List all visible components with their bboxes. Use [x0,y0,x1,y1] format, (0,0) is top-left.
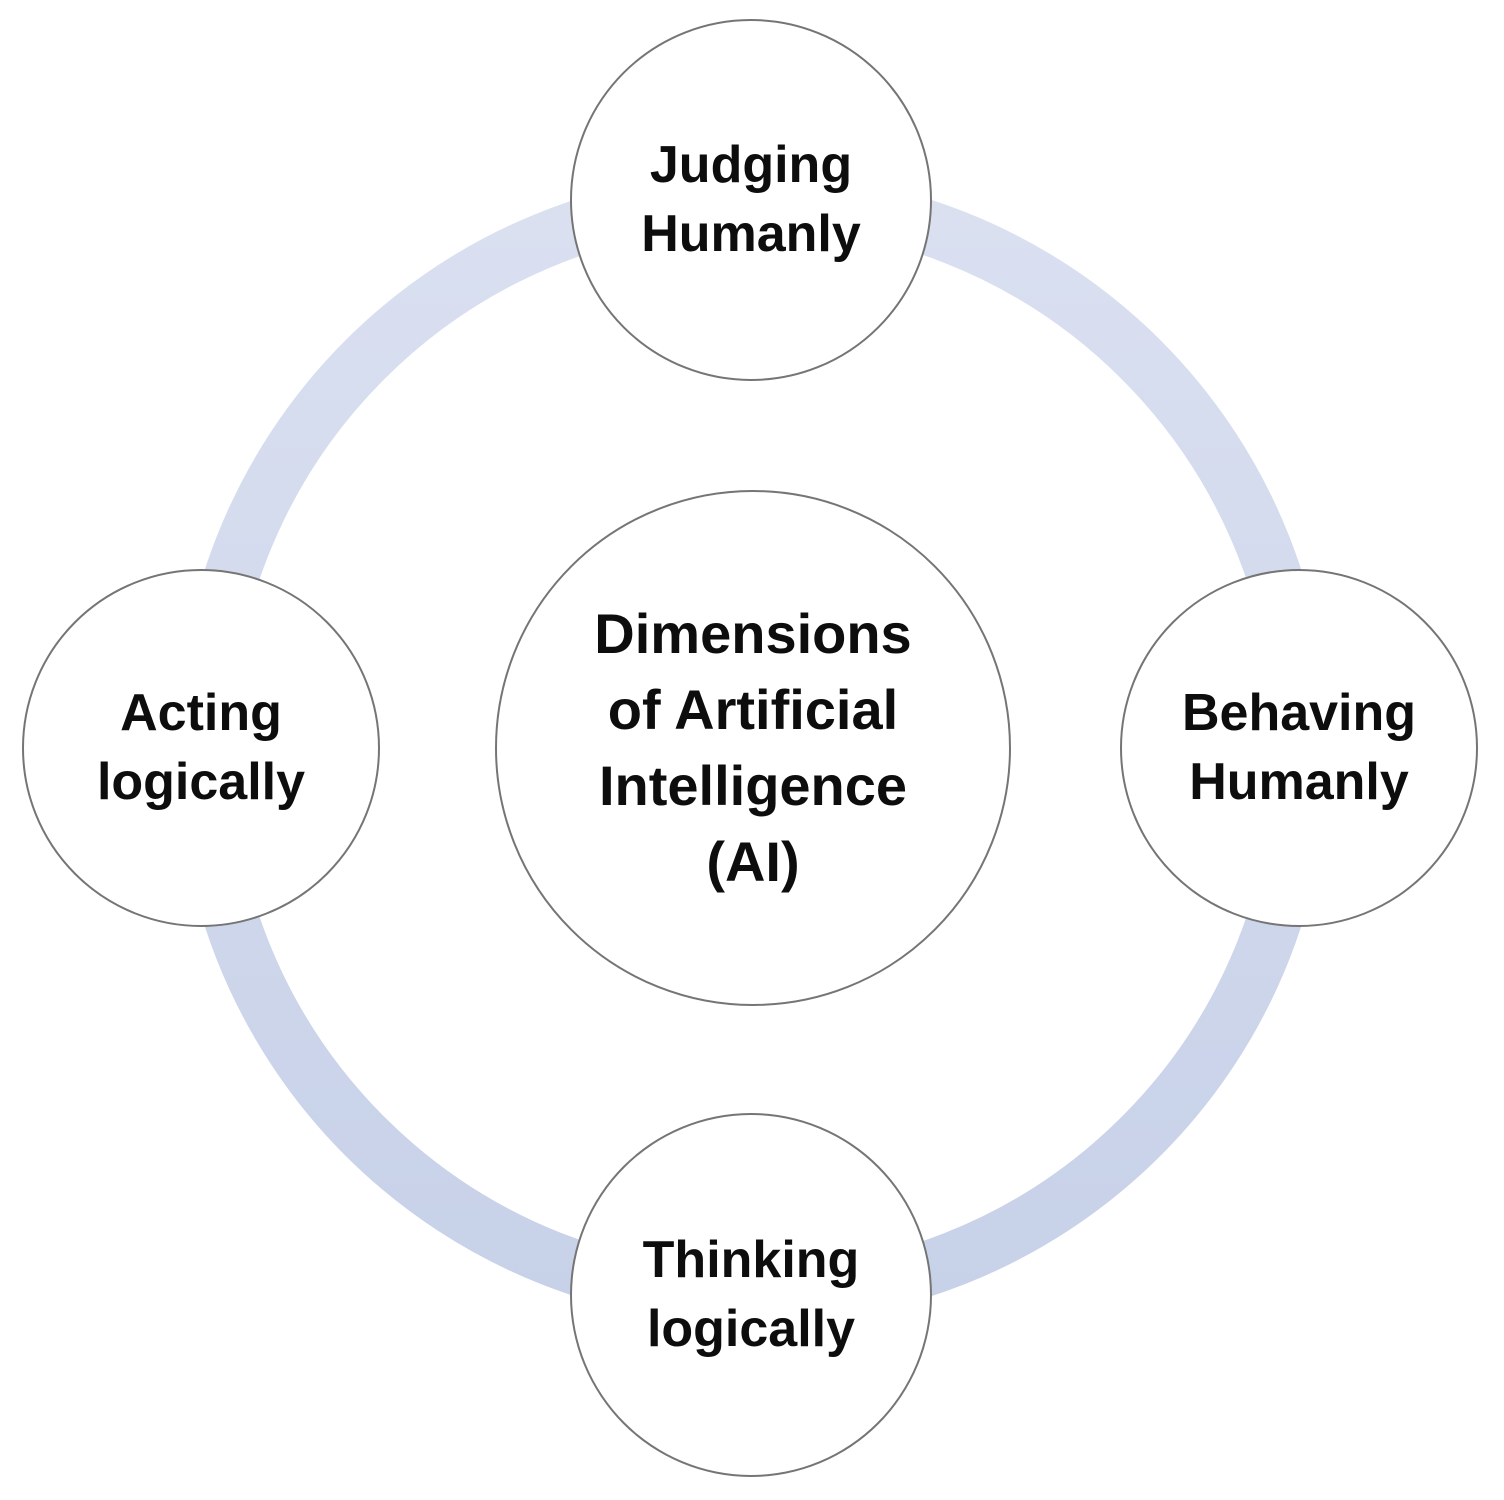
center-node-label: Dimensions of Artificial Intelligence (A… [594,596,911,901]
node-label: Behaving Humanly [1182,679,1416,816]
node-behaving-humanly: Behaving Humanly [1120,569,1478,927]
node-acting-logically: Acting logically [22,569,380,927]
center-label-line: (AI) [706,830,800,894]
node-label-line: Humanly [1189,753,1409,811]
node-thinking-logically: Thinking logically [570,1113,932,1477]
node-label: Acting logically [97,679,305,816]
center-label-line: Dimensions [594,601,912,665]
node-label-line: Thinking [642,1231,860,1290]
node-center-dimensions-of-ai: Dimensions of Artificial Intelligence (A… [495,490,1011,1006]
node-label-line: logically [646,1300,856,1358]
center-label-line: Intelligence [598,754,908,817]
node-label-line: Acting [120,684,282,743]
node-label-line: Humanly [641,205,861,263]
node-label: Thinking logically [643,1226,860,1363]
node-label-line: logically [96,753,306,811]
center-label-line: of Artificial [607,677,899,741]
node-label-line: Judging [649,136,853,195]
node-label-line: Behaving [1181,684,1417,743]
node-label: Judging Humanly [641,131,861,268]
node-judging-humanly: Judging Humanly [570,19,932,381]
